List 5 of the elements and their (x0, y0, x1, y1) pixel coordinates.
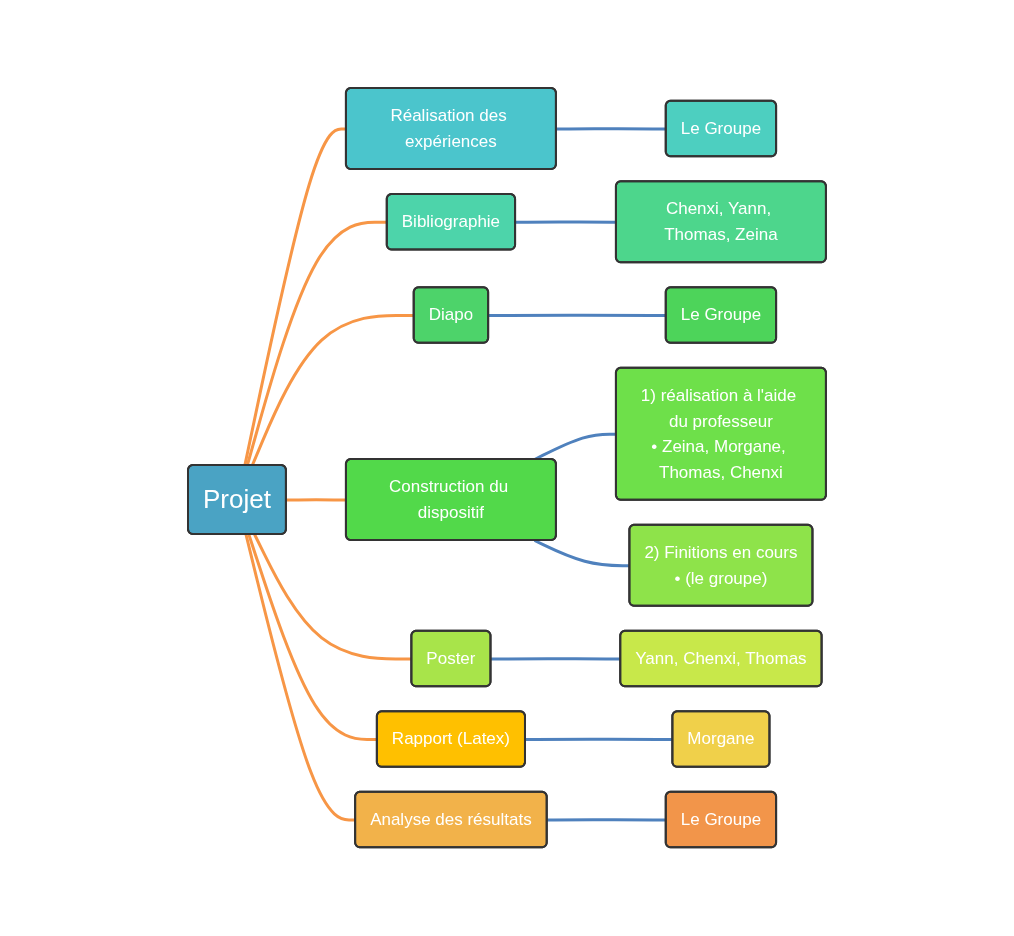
connector (253, 534, 412, 661)
connector (491, 657, 621, 661)
connector (244, 534, 356, 822)
connector (525, 738, 673, 742)
connector (533, 539, 630, 568)
